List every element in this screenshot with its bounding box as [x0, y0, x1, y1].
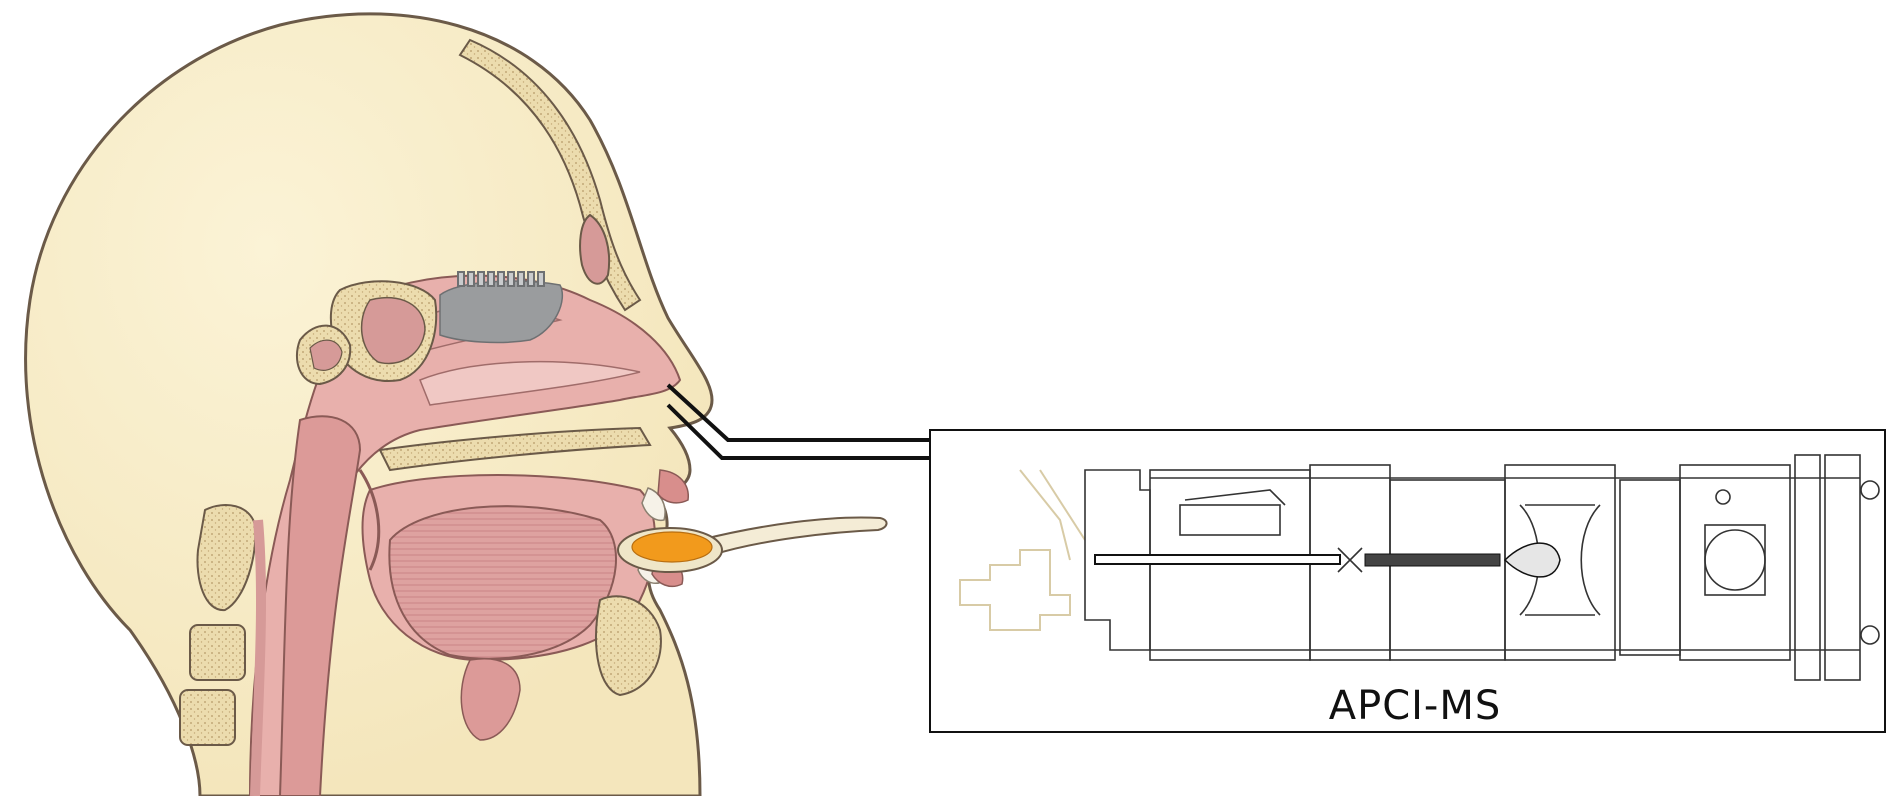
- cribriform-plate: [458, 272, 544, 286]
- ion-transfer-capillary: [1095, 555, 1340, 564]
- apci-ms-label: APCI-MS: [1250, 683, 1580, 729]
- spoon-handle: [700, 517, 887, 555]
- spinal-canal: [255, 520, 261, 796]
- ion-guide: [1365, 554, 1500, 566]
- head-cross-section: [26, 14, 712, 796]
- sample-liquid: [632, 532, 712, 562]
